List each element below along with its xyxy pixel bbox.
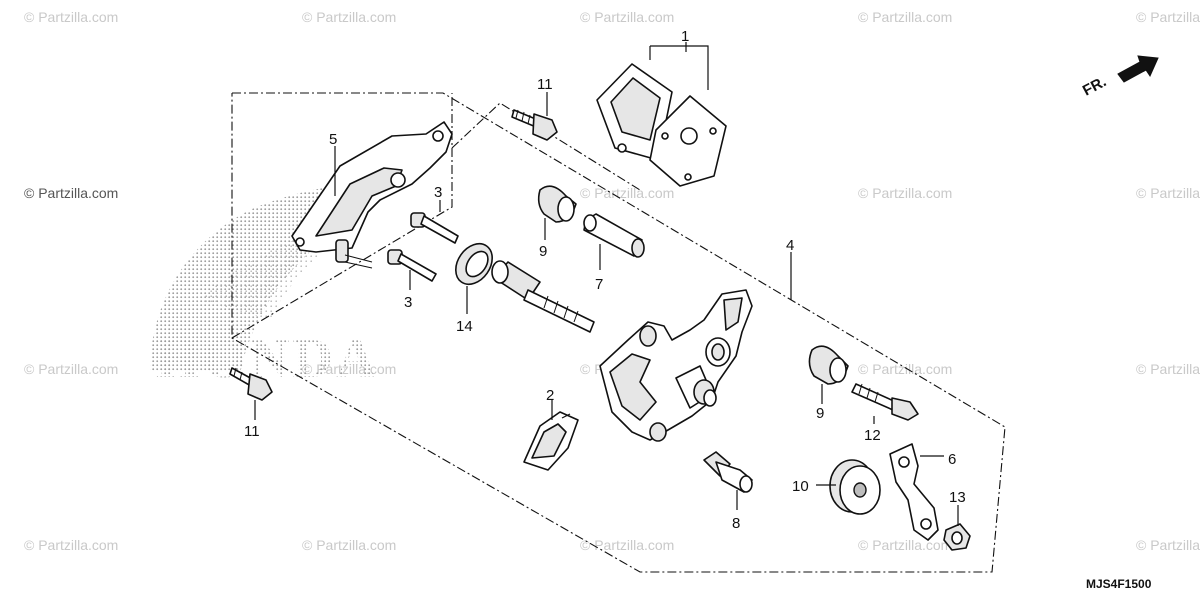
- callout-1: 1: [681, 28, 689, 45]
- flange-bolt: [229, 367, 273, 401]
- watermark: © Partzilla.com: [24, 185, 118, 201]
- watermark: © Partzilla.com: [580, 537, 674, 553]
- nut: [943, 523, 971, 551]
- direction-label: FR.: [1080, 73, 1109, 99]
- sleeve-bolt: [491, 260, 595, 333]
- pin-bolt: [387, 249, 437, 282]
- watermark: © Partzilla.com: [302, 9, 396, 25]
- watermark: © Partzilla.com: [302, 361, 396, 377]
- watermark: © Partzilla.com: [1136, 185, 1200, 201]
- arrow-icon: [1117, 55, 1159, 83]
- callout-6: 6: [948, 451, 956, 468]
- watermarks: © Partzilla.com © Partzilla.com © Partzi…: [24, 9, 1200, 553]
- watermark: © Partzilla.com: [24, 9, 118, 25]
- callout-9: 9: [539, 243, 547, 260]
- seal-ring: [455, 242, 493, 286]
- watermark: © Partzilla.com: [302, 537, 396, 553]
- watermark: © Partzilla.com: [580, 185, 674, 201]
- callout-9: 9: [816, 405, 824, 422]
- callout-14: 14: [456, 318, 473, 335]
- front-direction-indicator: FR.: [1080, 55, 1159, 100]
- callout-13: 13: [949, 489, 966, 506]
- callout-3: 3: [434, 184, 442, 201]
- flange-bolt: [511, 109, 558, 141]
- callout-10: 10: [792, 478, 809, 495]
- callout-5: 5: [329, 131, 337, 148]
- watermark: © Partzilla.com: [1136, 9, 1200, 25]
- callout-4: 4: [786, 237, 794, 254]
- callout-3: 3: [404, 294, 412, 311]
- pin-boot: [808, 345, 849, 385]
- diagram-code: MJS4F1500: [1086, 577, 1152, 591]
- callout-2: 2: [546, 387, 554, 404]
- callout-11: 11: [244, 423, 260, 440]
- callouts: 1 2 3 3 4 5 6 7 8 9 9 10 11 11 12 13 14: [244, 28, 966, 532]
- watermark: © Partzilla.com: [858, 185, 952, 201]
- watermark: © Partzilla.com: [1136, 361, 1200, 377]
- watermark: © Partzilla.com: [24, 361, 118, 377]
- pin-bolt: [410, 212, 459, 244]
- watermark: © Partzilla.com: [1136, 537, 1200, 553]
- brake-pad-set: [596, 63, 727, 187]
- callout-8: 8: [732, 515, 740, 532]
- flange-bolt-12: [851, 383, 919, 421]
- watermark: © Partzilla.com: [858, 537, 952, 553]
- honda-wing-logo: HONDA: [150, 178, 420, 390]
- caliper-bracket: [291, 121, 453, 269]
- bleeder-cap: [703, 451, 753, 493]
- leader-lines: [254, 42, 959, 526]
- watermark: © Partzilla.com: [580, 9, 674, 25]
- pad-spring: [523, 411, 579, 471]
- caliper-body: [599, 289, 753, 442]
- watermark: © Partzilla.com: [858, 361, 952, 377]
- slide-pin: [583, 213, 645, 258]
- callout-11: 11: [537, 76, 553, 93]
- pin-boot: [537, 185, 577, 223]
- stay-plate: [889, 443, 939, 541]
- callout-12: 12: [864, 427, 881, 444]
- callout-7: 7: [595, 276, 603, 293]
- assembly-frame: [231, 92, 1006, 573]
- watermark: © Partzilla.com: [24, 537, 118, 553]
- roller: [829, 459, 881, 515]
- watermark: © Partzilla.com: [858, 9, 952, 25]
